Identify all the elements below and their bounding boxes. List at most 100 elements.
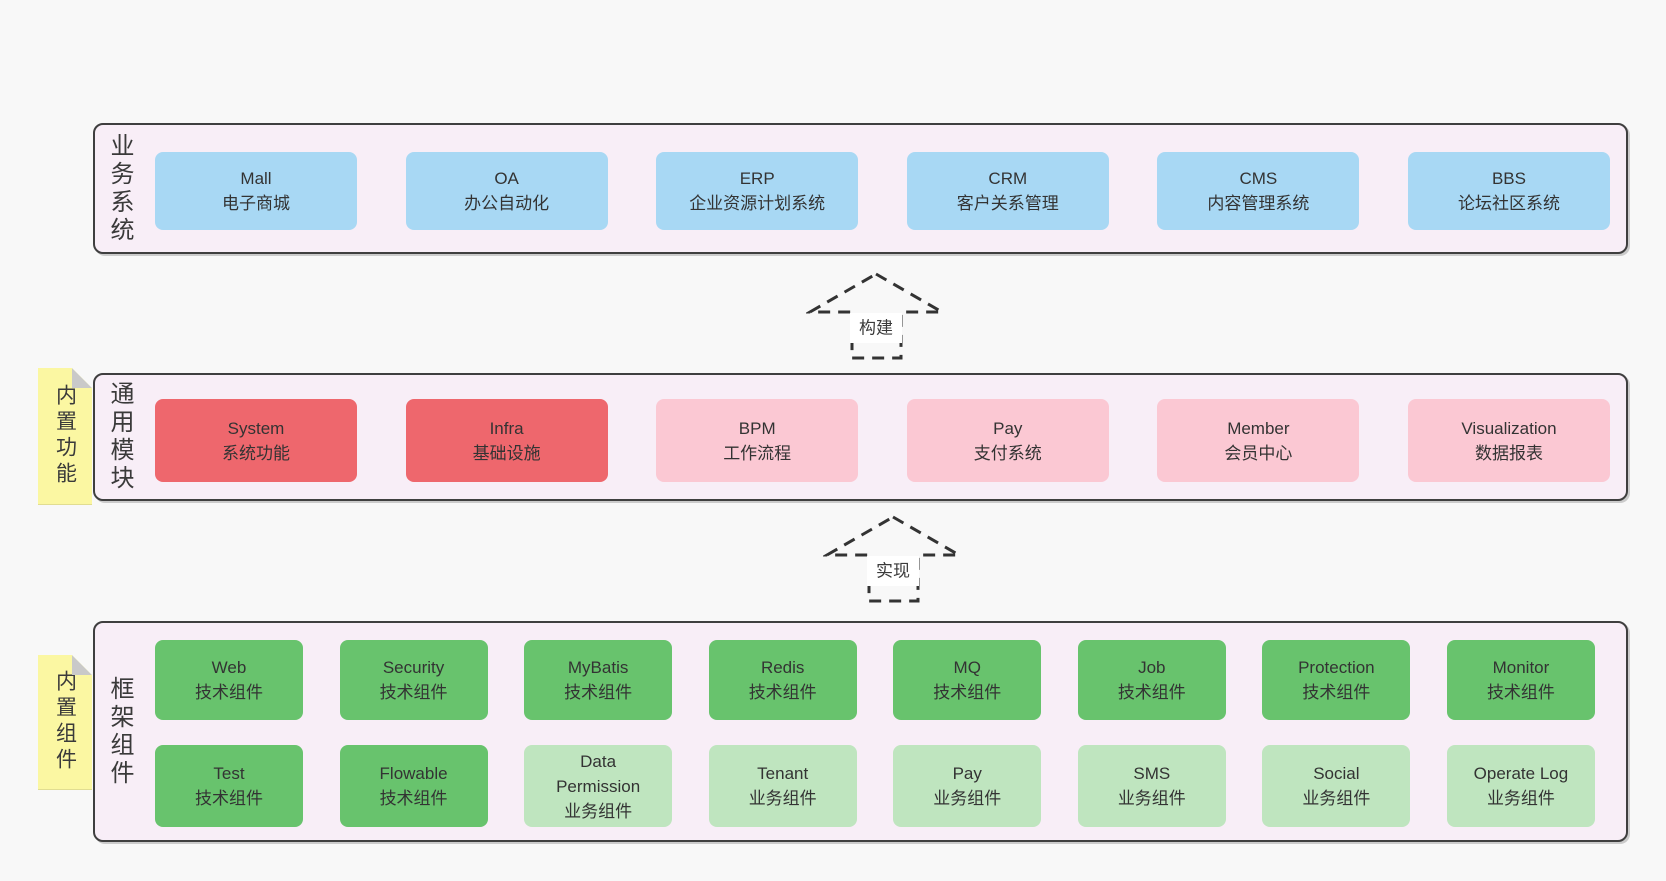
box-web-name: Web: [211, 658, 247, 677]
folded-corner-icon: [72, 655, 92, 675]
box-bpm: BPM 工作流程: [656, 399, 859, 482]
box-infra: Infra 基础设施: [405, 399, 608, 482]
box-data-permission-desc: 业务组件: [564, 801, 633, 821]
business-box-row: Mall 电子商城 OA 办公自动化 ERP 企业资源计划系统 CRM 客户关系…: [95, 152, 1626, 230]
sticky-note-builtin-components: 内置组件: [38, 655, 92, 790]
box-security: Security 技术组件: [339, 640, 488, 720]
box-mybatis: MyBatis 技术组件: [524, 640, 673, 720]
box-visualization: Visualization 数据报表: [1407, 399, 1610, 482]
box-job-desc: 技术组件: [1117, 683, 1186, 702]
box-pay-biz-name: Pay: [952, 764, 982, 783]
box-crm-desc: 客户关系管理: [956, 194, 1059, 213]
box-sms-desc: 业务组件: [1117, 789, 1186, 808]
box-job-name: Job: [1138, 658, 1166, 677]
box-protection-desc: 技术组件: [1302, 683, 1371, 702]
sticky-note-builtin-components-label: 内置组件: [53, 670, 77, 774]
panel-business-systems: 业务系统 Mall 电子商城 OA 办公自动化 ERP 企业资源计划系统 CRM…: [93, 123, 1628, 254]
panel-common-modules: 通用模块 System 系统功能 Infra 基础设施 BPM 工作流程 Pay…: [93, 373, 1628, 501]
box-member-name: Member: [1227, 418, 1290, 438]
box-mybatis-desc: 技术组件: [564, 683, 633, 702]
box-flowable-name: Flowable: [379, 764, 448, 783]
box-sms-name: SMS: [1133, 764, 1171, 783]
sticky-note-builtin-features: 内置功能: [38, 368, 92, 505]
box-crm-name: CRM: [988, 169, 1028, 188]
box-pay-biz-desc: 业务组件: [933, 789, 1002, 808]
box-social-desc: 业务组件: [1302, 789, 1371, 808]
arrow-implement-outline: [823, 515, 963, 603]
box-data-permission-name: Data Permission: [556, 751, 641, 796]
box-flowable-desc: 技术组件: [379, 789, 448, 808]
panel-modules-label: 通用模块: [106, 381, 133, 493]
sticky-note-builtin-features-label: 内置功能: [53, 384, 77, 488]
arrow-implement-up: 实现: [823, 515, 963, 603]
components-box-row-2: Test 技术组件 Flowable 技术组件 Data Permission …: [95, 745, 1626, 827]
box-monitor: Monitor 技术组件: [1446, 640, 1595, 720]
box-mq-name: MQ: [953, 658, 981, 677]
box-bbs-desc: 论坛社区系统: [1457, 194, 1560, 213]
panel-components-label: 框架组件: [106, 675, 133, 788]
box-web: Web 技术组件: [155, 640, 303, 720]
box-oa-name: OA: [494, 169, 519, 188]
box-sms: SMS 业务组件: [1077, 745, 1226, 827]
box-tenant-name: Tenant: [757, 764, 809, 783]
box-protection-name: Protection: [1298, 658, 1375, 677]
box-test: Test 技术组件: [155, 745, 303, 827]
box-flowable: Flowable 技术组件: [339, 745, 488, 827]
box-erp: ERP 企业资源计划系统: [656, 152, 859, 230]
box-member-desc: 会员中心: [1224, 443, 1293, 463]
box-redis-name: Redis: [760, 658, 805, 677]
box-mq: MQ 技术组件: [893, 640, 1042, 720]
box-pay-system: Pay 支付系统: [906, 399, 1109, 482]
box-pay-system-name: Pay: [993, 418, 1023, 438]
box-security-name: Security: [382, 658, 445, 677]
box-protection: Protection 技术组件: [1262, 640, 1411, 720]
box-cms-desc: 内容管理系统: [1207, 194, 1310, 213]
arrow-implement-label: 实现: [876, 561, 910, 580]
arrow-build-up: 构建: [806, 272, 946, 360]
arrow-implement-label-bg: [867, 556, 919, 586]
box-tenant: Tenant 业务组件: [708, 745, 857, 827]
box-mall: Mall 电子商城: [155, 152, 357, 230]
box-system-desc: 系统功能: [222, 443, 290, 463]
box-mall-desc: 电子商城: [222, 194, 290, 213]
box-oa-desc: 办公自动化: [464, 194, 550, 213]
box-infra-desc: 基础设施: [472, 443, 541, 463]
box-test-desc: 技术组件: [195, 789, 263, 808]
box-cms: CMS 内容管理系统: [1157, 152, 1360, 230]
box-member: Member 会员中心: [1157, 399, 1360, 482]
box-erp-desc: 企业资源计划系统: [689, 194, 826, 213]
box-mall-name: Mall: [240, 169, 272, 188]
box-erp-name: ERP: [739, 169, 775, 188]
box-oa: OA 办公自动化: [405, 152, 608, 230]
box-bbs: BBS 论坛社区系统: [1407, 152, 1610, 230]
box-system: System 系统功能: [155, 399, 357, 482]
box-monitor-desc: 技术组件: [1486, 683, 1555, 702]
box-cms-name: CMS: [1239, 169, 1278, 188]
box-redis-desc: 技术组件: [748, 683, 817, 702]
box-job: Job 技术组件: [1077, 640, 1226, 720]
arrow-build-label: 构建: [859, 318, 893, 337]
box-bpm-name: BPM: [738, 418, 776, 438]
box-operate-log: Operate Log 业务组件: [1446, 745, 1595, 827]
modules-box-row: System 系统功能 Infra 基础设施 BPM 工作流程 Pay 支付系统…: [95, 399, 1626, 482]
box-system-name: System: [227, 418, 285, 438]
box-bbs-name: BBS: [1491, 169, 1526, 188]
box-pay-system-desc: 支付系统: [973, 443, 1042, 463]
box-infra-name: Infra: [489, 418, 524, 438]
folded-corner-icon: [72, 368, 92, 388]
box-crm: CRM 客户关系管理: [906, 152, 1109, 230]
box-bpm-desc: 工作流程: [723, 443, 792, 463]
box-mq-desc: 技术组件: [933, 683, 1002, 702]
arrow-build-outline: [806, 272, 946, 360]
arrow-build-label-bg: [850, 313, 902, 343]
box-operate-log-name: Operate Log: [1473, 764, 1569, 783]
box-mybatis-name: MyBatis: [567, 658, 629, 677]
box-pay-biz: Pay 业务组件: [893, 745, 1042, 827]
panel-business-label: 业务系统: [106, 132, 133, 245]
box-redis: Redis 技术组件: [708, 640, 857, 720]
components-box-row-1: Web 技术组件 Security 技术组件 MyBatis 技术组件 Redi…: [95, 640, 1626, 720]
box-operate-log-desc: 业务组件: [1486, 789, 1555, 808]
box-visualization-desc: 数据报表: [1474, 443, 1543, 463]
box-monitor-name: Monitor: [1492, 658, 1550, 677]
box-security-desc: 技术组件: [379, 683, 448, 702]
